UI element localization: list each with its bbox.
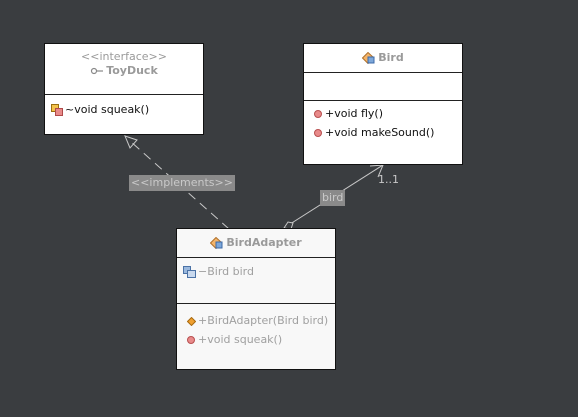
bird-name: Bird xyxy=(378,51,404,64)
bird-attributes xyxy=(304,73,462,101)
public-method-icon xyxy=(314,129,322,137)
implements-label[interactable]: <<implements>> xyxy=(129,175,235,191)
birdadapter-operation-squeak[interactable]: +void squeak() xyxy=(177,330,335,349)
field-icon xyxy=(183,266,196,278)
interface-lollipop-icon xyxy=(91,67,104,75)
toyduck-operation-label: ~void squeak() xyxy=(65,103,150,116)
birdadapter-operation-label: +void squeak() xyxy=(198,333,283,346)
class-icon xyxy=(362,52,376,64)
bird-operation-label: +void fly() xyxy=(325,107,384,120)
package-method-icon xyxy=(51,104,63,116)
bird-title-row: Bird xyxy=(304,50,462,66)
toyduck-stereotype: <<interface>> xyxy=(81,50,167,63)
bird-operations: +void fly() +void makeSound() xyxy=(304,101,462,142)
bird-operation-makesound[interactable]: +void makeSound() xyxy=(304,123,462,142)
birdadapter-operations: +BirdAdapter(Bird bird) +void squeak() xyxy=(177,304,335,349)
constructor-icon xyxy=(187,316,196,326)
implements-arrowhead xyxy=(124,135,138,149)
birdadapter-attribute-label: −Bird bird xyxy=(198,265,254,278)
birdadapter-attributes: −Bird bird xyxy=(177,258,335,304)
association-arrowhead xyxy=(369,164,384,178)
birdadapter-constructor-label: +BirdAdapter(Bird bird) xyxy=(198,314,329,327)
public-method-icon xyxy=(314,110,322,118)
toyduck-name: ToyDuck xyxy=(106,64,158,77)
toyduck-title-row: ToyDuck xyxy=(45,63,203,79)
bird-class-box[interactable]: Bird +void fly() +void makeSound() xyxy=(303,43,463,165)
toyduck-header: <<interface>> ToyDuck xyxy=(45,50,203,95)
birdadapter-attribute-bird[interactable]: −Bird bird xyxy=(177,262,335,281)
birdadapter-constructor[interactable]: +BirdAdapter(Bird bird) xyxy=(177,311,335,330)
association-label[interactable]: bird xyxy=(320,190,346,206)
bird-header: Bird xyxy=(304,44,462,73)
public-method-icon xyxy=(187,336,195,344)
birdadapter-name: BirdAdapter xyxy=(226,236,302,249)
multiplicity-label: 1..1 xyxy=(378,173,399,186)
birdadapter-title-row: BirdAdapter xyxy=(177,235,335,251)
bird-operation-fly[interactable]: +void fly() xyxy=(304,104,462,123)
birdadapter-class-box[interactable]: BirdAdapter −Bird bird +BirdAdapter(Bird… xyxy=(176,228,336,370)
class-icon xyxy=(210,237,224,249)
toyduck-interface-box[interactable]: <<interface>> ToyDuck ~void squeak() xyxy=(44,43,204,135)
toyduck-operations: ~void squeak() xyxy=(45,95,203,119)
birdadapter-header: BirdAdapter xyxy=(177,229,335,258)
toyduck-operation-squeak[interactable]: ~void squeak() xyxy=(45,100,203,119)
bird-operation-label: +void makeSound() xyxy=(325,126,435,139)
